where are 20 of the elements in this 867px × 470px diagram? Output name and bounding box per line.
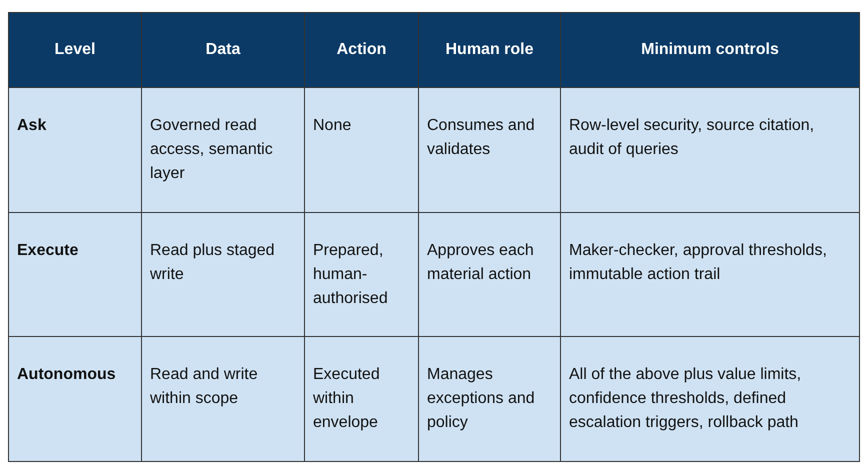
table-cell: Manages exceptions and policy [419,337,561,462]
table-cell: Prepared, human-authorised [305,212,419,337]
table-cell: Executed within envelope [305,337,419,462]
table-cell: None [305,88,419,212]
table-cell: Read plus staged write [142,212,305,337]
header-cell: Level [9,13,142,88]
header-cell: Data [142,13,305,88]
table-cell: Row-level security, source citation, audit of queries [561,88,860,212]
header-cell: Minimum controls [561,13,860,88]
header-cell: Human role [419,13,561,88]
row-header-cell: Autonomous [9,337,142,462]
table-cell: Maker-checker, approval thresholds, immutable action trail [561,212,860,337]
header-cell: Action [305,13,419,88]
table-cell: Governed read access, semantic layer [142,88,305,212]
row-header-cell: Execute [9,212,142,337]
table-cell: All of the above plus value limits, confidence thresholds, defined escalation triggers, rollback path [561,337,860,462]
row-header-cell: Ask [9,88,142,212]
table-cell: Consumes and validates [419,88,561,212]
table-cell: Approves each material action [419,212,561,337]
table-cell: Read and write within scope [142,337,305,462]
